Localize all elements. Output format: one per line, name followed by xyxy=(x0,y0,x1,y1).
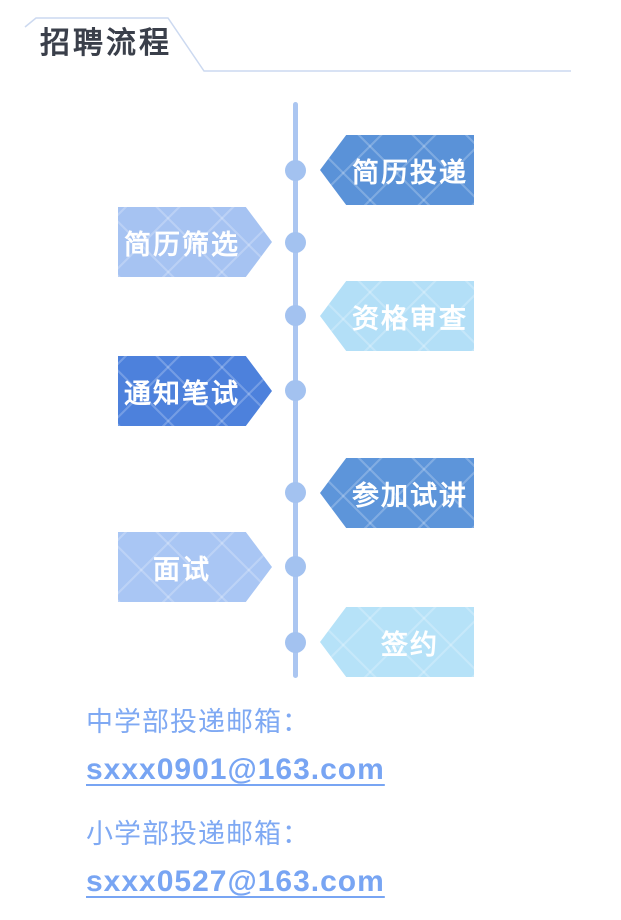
step-label: 面试 xyxy=(153,554,211,585)
timeline-dot xyxy=(285,482,306,503)
step-label: 简历筛选 xyxy=(124,229,240,260)
contact-email-link[interactable]: sxxx0527@163.com xyxy=(86,865,385,898)
step-label: 资格审查 xyxy=(352,303,468,334)
contact-email-link[interactable]: sxxx0901@163.com xyxy=(86,753,385,786)
contact-middle-school: 中学部投递邮箱： sxxx0901@163.com xyxy=(86,700,385,787)
step-label: 参加试讲 xyxy=(352,480,468,511)
step-label: 签约 xyxy=(381,629,439,660)
step-trial-lecture: 参加试讲 xyxy=(320,458,474,528)
step-written-test-notice: 通知笔试 xyxy=(118,356,272,426)
step-resume-submit: 简历投递 xyxy=(320,135,474,205)
step-qualification-review: 资格审查 xyxy=(320,281,474,351)
step-interview: 面试 xyxy=(118,532,272,602)
timeline-dot xyxy=(285,305,306,326)
step-resume-screening: 简历筛选 xyxy=(118,207,272,277)
timeline-dot xyxy=(285,556,306,577)
step-signing: 签约 xyxy=(320,607,474,677)
timeline-dot xyxy=(285,232,306,253)
timeline-dot xyxy=(285,160,306,181)
step-label: 简历投递 xyxy=(352,157,468,188)
page-title: 招聘流程 xyxy=(40,27,172,60)
contact-label: 小学部投递邮箱： xyxy=(86,819,310,849)
timeline-dot xyxy=(285,632,306,653)
step-label: 通知笔试 xyxy=(124,378,240,409)
timeline-dot xyxy=(285,380,306,401)
contact-primary-school: 小学部投递邮箱： sxxx0527@163.com xyxy=(86,812,385,899)
contact-label: 中学部投递邮箱： xyxy=(86,707,310,737)
